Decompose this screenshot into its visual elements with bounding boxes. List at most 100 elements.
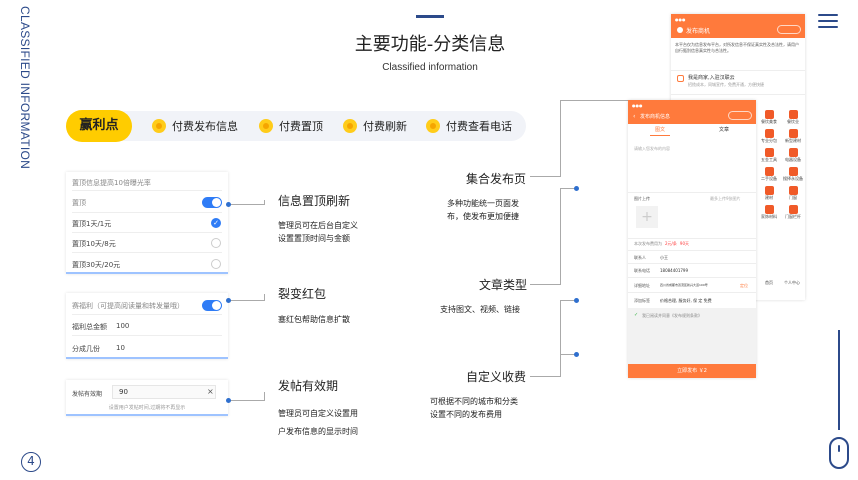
radio-option-2[interactable] [211, 238, 221, 248]
home-icon[interactable] [677, 27, 683, 33]
side-vertical-label: CLASSIFIED INFORMATION [18, 6, 32, 170]
features-bar [66, 111, 526, 141]
section-title-collective: 集合发布页 [466, 172, 527, 186]
phone-back-title: 发布商机 [686, 28, 711, 35]
top-option-1[interactable]: 置顶1天/1元 [72, 220, 112, 228]
category-item[interactable]: 搜择永设备 [781, 167, 805, 182]
contact-value[interactable]: 小王 [660, 255, 668, 260]
check-icon[interactable]: ✓ [211, 218, 221, 228]
address-value[interactable]: 四川省成都市双流区新兴大道100号 [660, 283, 708, 287]
shop-icon [677, 75, 684, 82]
tag-values[interactable]: 价格合理, 服务好, 保 定 免费 [660, 298, 712, 303]
category-item[interactable]: 餐饮业 [781, 110, 805, 125]
category-item[interactable]: 餐饮美食 [757, 110, 781, 125]
section-desc-top-refresh: 管理员可在后台自定义设置置顶时间与金额 [278, 221, 358, 243]
image-upload-label: 图片上传 [634, 196, 650, 201]
category-item[interactable]: 门窗栏杆 [781, 205, 805, 220]
feature-label: 付费刷新 [363, 120, 407, 133]
page-number: 4 [21, 452, 41, 472]
add-image-icon[interactable]: + [636, 206, 658, 228]
top-note: 置顶信息提高10倍曝光率 [72, 179, 151, 187]
parts-value[interactable]: 10 [116, 344, 125, 352]
top-option-3[interactable]: 置顶30天/20元 [72, 261, 121, 269]
profit-pill: 赢利点 [66, 110, 132, 142]
category-grid: 餐饮美食 餐饮业 专业分包 新型建材 五金工具 电器设备 二手设备 搜择永设备 … [757, 110, 805, 220]
notice-text: 本平台仅为信息发布平台，对所发信息不保证真实性及合法性，请用户自行甄别信息真实性… [675, 42, 799, 53]
locate-button[interactable]: 定位 [740, 283, 748, 288]
connector-line [560, 188, 561, 284]
category-item[interactable]: 专业分包 [757, 129, 781, 144]
category-item[interactable]: 建材 [757, 186, 781, 201]
red-packet-card: 赛福利（可提高阅读量和转发量哦） 福利总金额 100 分成几份 10 [66, 293, 228, 359]
section-desc-article-type: 支持图文、视频、链接 [440, 305, 520, 314]
feature-label: 付费查看电话 [446, 120, 512, 133]
contact-label: 联系人 [634, 255, 646, 260]
agree-check-icon[interactable]: ✓ [634, 312, 639, 318]
connector-line [530, 376, 561, 377]
menu-icon[interactable] [818, 14, 838, 30]
agree-text: 我已阅读并同意《发布规则条款》 [642, 313, 702, 318]
section-title-validity: 发帖有效期 [278, 379, 339, 393]
merchant-title[interactable]: 我是商家,入驻汉联云 [688, 75, 735, 81]
phone-back-header: ●●● 发布商机 [671, 14, 805, 38]
red-packet-label: 赛福利（可提高阅读量和转发量哦） [72, 302, 184, 310]
page-subtitle: Classified information [382, 62, 478, 73]
category-item[interactable]: 家饰材料 [757, 205, 781, 220]
merchant-desc: 招揽成本，同城宣传，免费开通，方便快捷 [688, 82, 764, 87]
image-upload-hint: 最多上传9张图片 [710, 196, 741, 201]
validity-value: 90 [119, 388, 128, 396]
category-item[interactable]: 二手设备 [757, 167, 781, 182]
tab-image-text[interactable]: 图文 [654, 127, 665, 133]
clear-icon[interactable]: × [207, 387, 214, 396]
capsule-menu[interactable] [728, 111, 752, 120]
section-desc-collective: 多种功能统一页面发布，使发布更加便捷 [447, 199, 519, 221]
top-option-2[interactable]: 置顶10天/8元 [72, 240, 116, 248]
connector-dot [574, 298, 579, 303]
validity-card: 发帖有效期 90 × 设置用户发帖时间,过期将不再显示 [66, 380, 228, 416]
connector-line [560, 300, 576, 301]
category-item[interactable]: 五金工具 [757, 148, 781, 163]
mouse-icon [829, 437, 849, 469]
title-accent-bar [416, 15, 444, 18]
nav-profile[interactable]: 个人中心 [784, 280, 800, 285]
section-title-custom-fee: 自定义收费 [466, 370, 527, 384]
phone-front-header: ●●● ‹ 发布商机信息 [628, 100, 756, 124]
connector-dot [226, 298, 231, 303]
red-packet-toggle[interactable] [202, 300, 222, 311]
tab-article[interactable]: 文章 [718, 127, 729, 133]
phone-front-screen: ●●● ‹ 发布商机信息 图文 文章 请输入您发布的内容 图片上传 最多上传9张… [628, 100, 756, 378]
address-label: 详细地址 [634, 283, 650, 288]
fee-row: 本次发布费用为 2元/条 90天 [634, 241, 689, 246]
submit-button[interactable]: 立即发布 ￥2 [628, 364, 756, 378]
tag-label: 添加标签 [634, 298, 650, 303]
feature-label: 付费发布信息 [172, 120, 238, 133]
coin-icon [259, 119, 273, 133]
connector-line [228, 204, 264, 205]
radio-option-3[interactable] [211, 259, 221, 269]
feature-item-paid-refresh: 付费刷新 [343, 118, 407, 134]
coin-icon [426, 119, 440, 133]
nav-home[interactable]: 首页 [765, 280, 773, 285]
category-item[interactable]: 新型建材 [781, 129, 805, 144]
connector-line [530, 284, 561, 285]
validity-input[interactable]: 90 × [112, 385, 216, 399]
section-title-article-type: 文章类型 [479, 278, 528, 292]
top-toggle[interactable] [202, 197, 222, 208]
page-title: 主要功能-分类信息 [354, 34, 506, 55]
connector-dot [574, 352, 579, 357]
connector-dot [574, 186, 579, 191]
capsule-menu[interactable] [777, 25, 801, 34]
phone-value[interactable]: 18084401799 [660, 268, 688, 273]
category-item[interactable]: 门窗 [781, 186, 805, 201]
connector-line [560, 100, 561, 176]
total-amount-value[interactable]: 100 [116, 322, 130, 330]
feature-item-paid-post: 付费发布信息 [152, 118, 238, 134]
content-input[interactable]: 请输入您发布的内容 [634, 146, 670, 151]
phone-front-title: 发布商机信息 [640, 114, 671, 120]
feature-item-paid-top: 付费置顶 [259, 118, 323, 134]
top-label: 置顶 [72, 199, 86, 207]
category-item[interactable]: 电器设备 [781, 148, 805, 163]
back-arrow-icon[interactable]: ‹ [633, 113, 636, 120]
connector-line [264, 392, 265, 401]
top-settings-card: 置顶信息提高10倍曝光率 置顶 置顶1天/1元 ✓ 置顶10天/8元 置顶30天… [66, 172, 228, 274]
